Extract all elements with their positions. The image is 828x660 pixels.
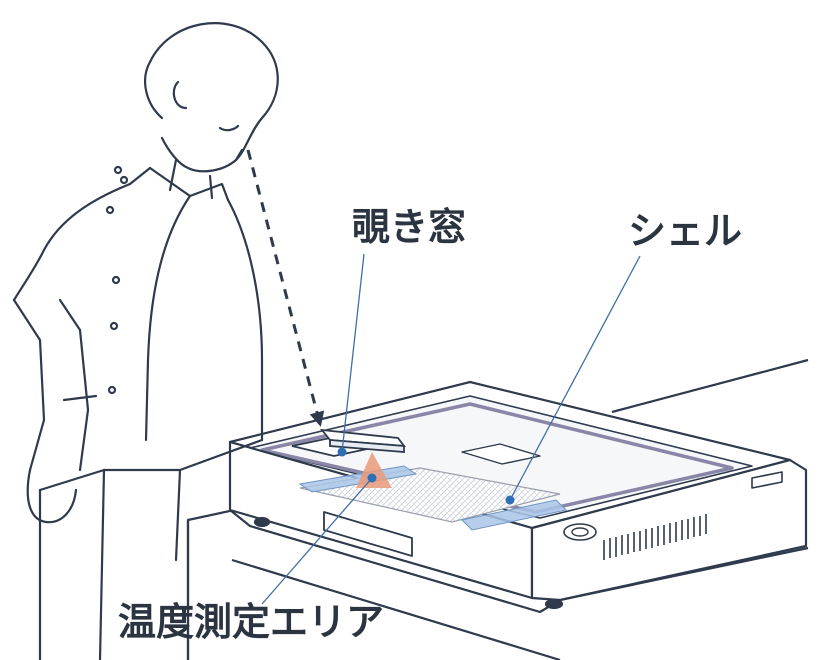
heat-marker [356, 452, 392, 488]
viewing-window-label: 覗き窓 [352, 205, 467, 249]
viewing-window [291, 428, 406, 457]
callout-lines [261, 253, 641, 605]
power-button-icon [563, 523, 597, 541]
temperature-area-label: 温度測定エリア [118, 600, 385, 644]
device-body [228, 380, 808, 614]
person-nurse [12, 22, 279, 660]
callout-dots [337, 447, 515, 505]
vent-grille [603, 514, 707, 560]
shell-label: シェル [628, 209, 743, 253]
temperature-area-dot [367, 473, 377, 483]
gaze-arrow [246, 149, 325, 427]
viewing-window-dot [337, 447, 347, 457]
shell-dot [505, 495, 515, 505]
